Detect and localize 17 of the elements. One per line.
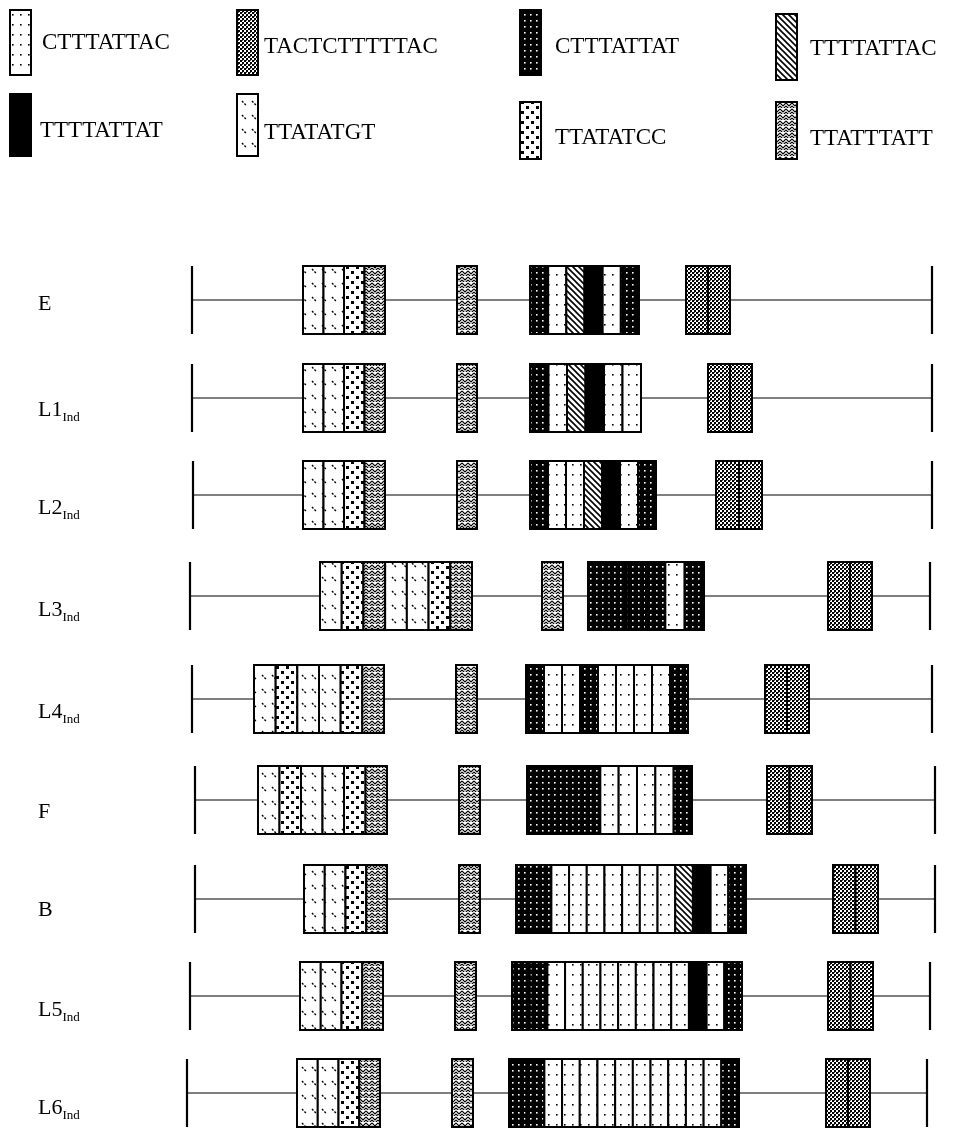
row-label: L1$_{Ind}$ xyxy=(38,398,80,424)
legend-label: TACTCTTTTTAC xyxy=(264,34,438,57)
row-label: L6$_{Ind}$ xyxy=(38,1096,80,1122)
legend-label: TTTTATTAT xyxy=(40,118,163,141)
row-label: B xyxy=(38,898,53,920)
legend-label: TTATTTATT xyxy=(810,126,933,149)
legend-label: TTTTATTAC xyxy=(810,36,937,59)
legend-label: CTTTATTAC xyxy=(42,30,170,53)
row-label: L5$_{Ind}$ xyxy=(38,998,80,1024)
legend-label: CTTTATTAT xyxy=(555,34,680,57)
legend-label: TTATATCC xyxy=(555,125,667,148)
row-label: F xyxy=(38,800,51,822)
legend-label: TTATATGT xyxy=(264,120,376,143)
row-label: L2$_{Ind}$ xyxy=(38,496,80,522)
row-label: E xyxy=(38,292,52,314)
row-label: L3$_{Ind}$ xyxy=(38,598,80,624)
row-label: L4$_{Ind}$ xyxy=(38,700,80,726)
